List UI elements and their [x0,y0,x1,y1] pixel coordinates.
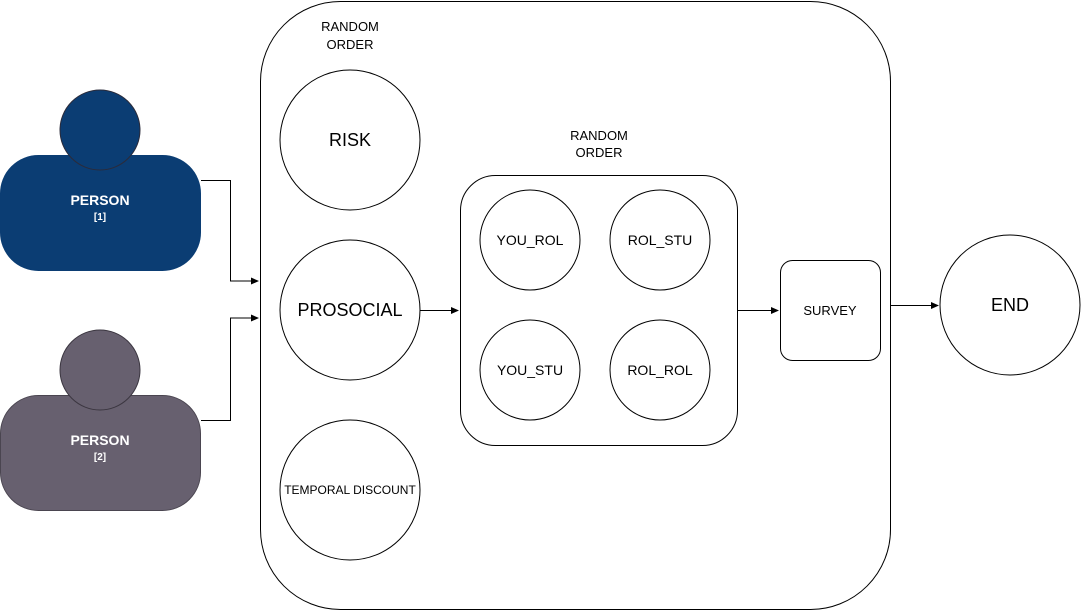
task-prosocial-label: PROSOCIAL [297,300,402,320]
connector-person2-to-container [201,314,259,421]
person-1-icon: PERSON [1] [0,89,201,271]
survey-label: SURVEY [803,303,857,318]
inner-group-label-line1: RANDOM [570,128,628,143]
condition-you-rol-label: YOU_ROL [497,232,564,248]
end-label: END [991,295,1029,315]
person-2-head [59,329,141,411]
person-1-head [59,89,141,171]
person-2-label: PERSON [70,432,129,448]
person-1-label: PERSON [70,192,129,208]
condition-you-stu-label: YOU_STU [497,362,563,378]
condition-you-rol-node [479,189,581,291]
outer-group-label-line1: RANDOM [321,19,379,34]
condition-rol-rol-label: ROL_ROL [627,362,693,378]
person-2-icon: PERSON [2] [0,329,201,511]
outer-group-label-line2: ORDER [327,37,374,52]
survey-node [780,260,881,361]
connector-person1-to-container [201,180,259,285]
task-temporal-discount-node [279,419,421,561]
task-risk-label: RISK [329,130,371,150]
end-node [939,234,1081,376]
condition-rol-stu-node [609,189,711,291]
task-temporal-discount-label: TEMPORAL DISCOUNT [284,483,416,497]
person-1-index: [1] [94,212,106,223]
inner-group-label-line2: ORDER [576,145,623,160]
condition-you-stu-node [479,319,581,421]
task-risk-node [279,69,421,211]
condition-rol-stu-label: ROL_STU [628,232,693,248]
person-2-index: [2] [94,452,106,463]
condition-rol-rol-node [609,319,711,421]
